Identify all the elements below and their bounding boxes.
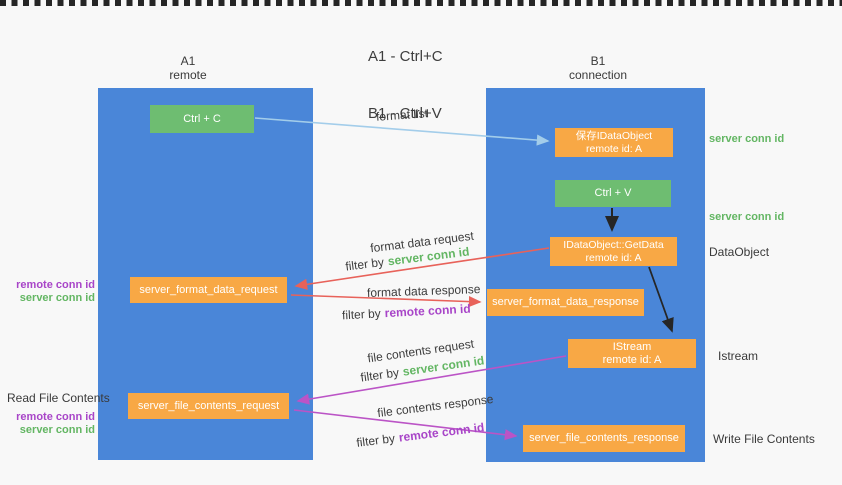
ctrl-c-box: Ctrl + C bbox=[150, 105, 254, 133]
dataobject-label: DataObject bbox=[709, 245, 770, 259]
ctrl-v-label: Ctrl + V bbox=[594, 187, 632, 199]
server-format-data-response-label: server_format_data_response bbox=[492, 296, 639, 308]
column-a-id: A1 bbox=[180, 54, 196, 68]
filter-by-word: filter by bbox=[344, 254, 385, 274]
server-conn-id-format-label: server conn id bbox=[19, 292, 95, 304]
server-file-contents-request-label: server_file_contents_request bbox=[137, 399, 280, 412]
file-contents-response-label: file contents response bbox=[376, 391, 495, 421]
server-format-data-response-box: server_format_data_response bbox=[487, 289, 644, 316]
copy-paste-divider-line bbox=[0, 0, 842, 6]
ctrl-v-box: Ctrl + V bbox=[555, 180, 671, 207]
file-conn-id-stack: remote conn id server conn id bbox=[10, 411, 95, 437]
read-file-contents-label: Read File Contents bbox=[7, 391, 110, 405]
save-idataobject-box: 保存IDataObject remote id: A bbox=[555, 128, 673, 157]
istream-line1: IStream bbox=[612, 340, 652, 353]
server-conn-id-mid-label: server conn id bbox=[709, 211, 785, 223]
column-a-name: remote bbox=[169, 68, 207, 82]
idataobject-getdata-box: IDataObject::GetData remote id: A bbox=[550, 237, 677, 266]
istream-box: IStream remote id: A bbox=[568, 339, 696, 368]
save-idataobject-line2: remote id: A bbox=[585, 142, 643, 155]
istream-side-label: Istream bbox=[718, 349, 759, 363]
server-file-contents-response-label: server_file_contents_response bbox=[529, 432, 679, 444]
getdata-line1: IDataObject::GetData bbox=[563, 238, 664, 251]
column-b-name: connection bbox=[568, 68, 628, 82]
remote-conn-id-inline: remote conn id bbox=[384, 301, 471, 321]
column-b-id: B1 bbox=[590, 54, 606, 68]
column-b-header: B1 connection bbox=[548, 54, 648, 82]
server-format-data-request-label: server_format_data_request bbox=[139, 283, 278, 296]
filter-by-word: filter by bbox=[341, 306, 382, 323]
istream-line2: remote id: A bbox=[602, 353, 662, 366]
ctrl-c-label: Ctrl + C bbox=[183, 112, 221, 125]
column-a-header: A1 remote bbox=[138, 54, 238, 82]
save-idataobject-line1: 保存IDataObject bbox=[575, 129, 653, 142]
diagram-title: A1 - Ctrl+C B1 - Ctrl+V bbox=[368, 9, 443, 161]
filter-by-word: filter by bbox=[355, 431, 396, 450]
server-format-data-request-box: server_format_data_request bbox=[130, 277, 287, 303]
server-conn-id-file-label: server conn id bbox=[19, 424, 95, 436]
title-line-1: A1 - Ctrl+C bbox=[368, 48, 443, 65]
server-conn-id-top-label: server conn id bbox=[709, 133, 785, 145]
remote-conn-id-inline: remote conn id bbox=[397, 420, 486, 445]
format-data-response-label: format data response bbox=[366, 282, 481, 300]
format-conn-id-stack: remote conn id server conn id bbox=[10, 279, 95, 305]
getdata-line2: remote id: A bbox=[585, 251, 642, 264]
remote-conn-id-format-label: remote conn id bbox=[16, 279, 95, 291]
remote-conn-id-file-label: remote conn id bbox=[16, 411, 95, 423]
write-file-contents-label: Write File Contents bbox=[713, 432, 815, 446]
server-file-contents-response-box: server_file_contents_response bbox=[523, 425, 685, 452]
filter-by-word: filter by bbox=[359, 365, 400, 385]
server-file-contents-request-box: server_file_contents_request bbox=[128, 393, 289, 419]
